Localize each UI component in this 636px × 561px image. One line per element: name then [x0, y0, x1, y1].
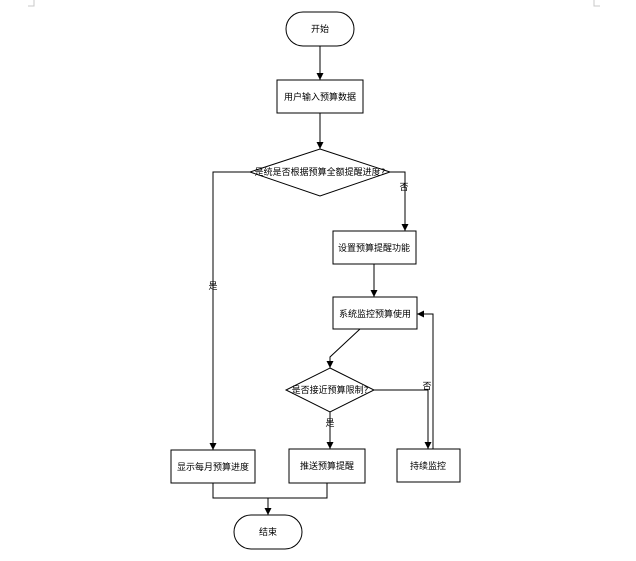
node-push-remind-label: 推送预算提醒: [300, 460, 354, 472]
node-start-label: 开始: [311, 23, 329, 35]
edge-monitor-to-near-decision: [326, 328, 361, 368]
node-show-progress-label: 显示每月预算进度: [177, 461, 249, 473]
edge-decision-no-to-set-remind: [390, 171, 409, 231]
page-corner-marks: [28, 0, 600, 7]
node-decision-remind-label: 是统是否根据预算全额提醒进度?: [255, 166, 386, 178]
flowchart-edges: [209, 46, 434, 515]
node-end: 结束: [233, 514, 303, 550]
node-decision-near: 是否接近预算限制?: [284, 367, 376, 413]
node-push-remind: 推送预算提醒: [288, 448, 366, 484]
edge-show-progress-to-end: [212, 483, 328, 499]
node-end-label: 结束: [259, 526, 277, 538]
node-set-remind: 设置预算提醒功能: [332, 230, 417, 265]
node-input-label: 用户输入预算数据: [284, 91, 356, 103]
node-keep-monitor-label: 持续监控: [410, 460, 446, 472]
edge-keep-monitor-to-monitor: [417, 310, 434, 449]
edge-near-no-to-keep-monitor: [374, 389, 432, 449]
node-decision-near-label: 是否接近预算限制?: [292, 384, 369, 396]
edge-label-near-no: 否: [422, 381, 431, 392]
node-show-progress: 显示每月预算进度: [170, 449, 256, 484]
edge-label-remind-no: 否: [399, 182, 408, 193]
node-keep-monitor: 持续监控: [396, 448, 461, 483]
flowchart-edge-labels: 否 是 是 否: [208, 182, 431, 429]
node-input: 用户输入预算数据: [276, 79, 364, 114]
edge-label-remind-yes: 是: [208, 281, 217, 292]
node-set-remind-label: 设置预算提醒功能: [338, 242, 410, 254]
node-decision-remind: 是统是否根据预算全额提醒进度?: [248, 148, 392, 197]
node-start: 开始: [285, 11, 355, 47]
edge-decision-yes-to-show-progress: [209, 171, 250, 450]
edge-label-near-yes: 是: [325, 418, 334, 429]
node-monitor-label: 系统监控预算使用: [339, 308, 411, 320]
node-monitor: 系统监控预算使用: [332, 296, 418, 330]
